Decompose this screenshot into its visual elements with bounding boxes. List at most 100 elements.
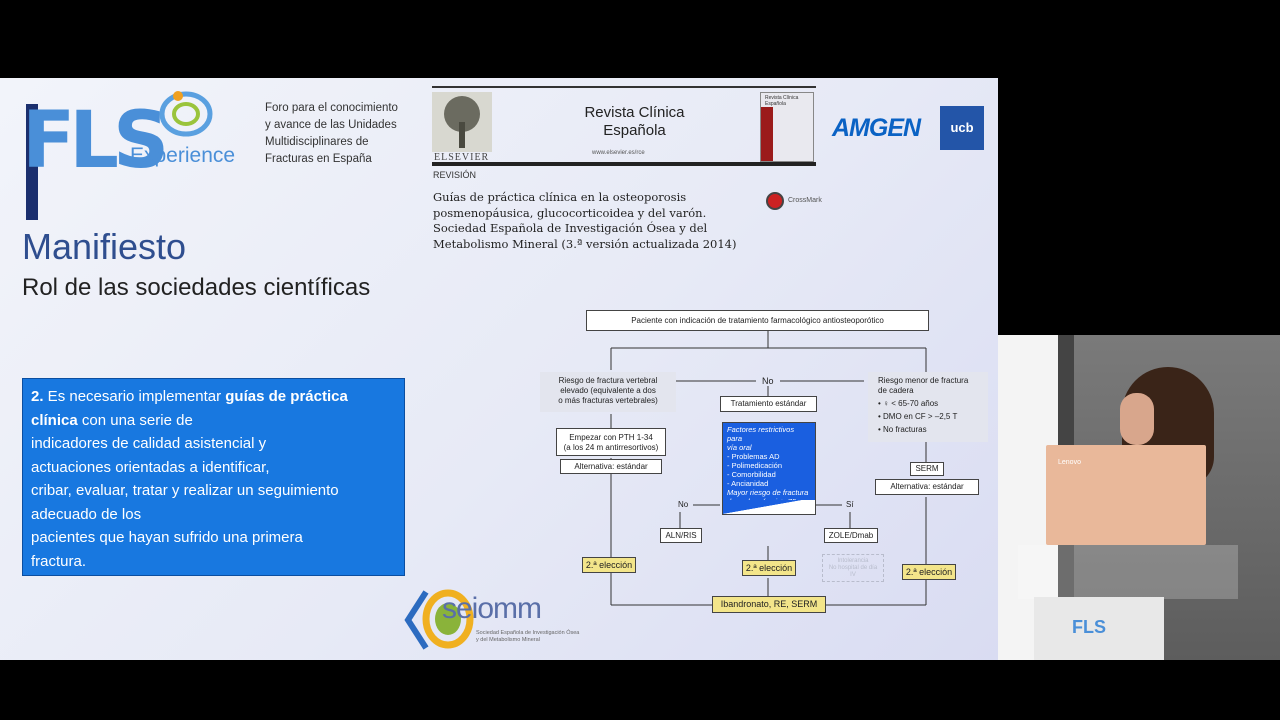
box-line: indicadores de calidad asistencial y: [31, 435, 267, 452]
forum-line: Fracturas en España: [265, 153, 372, 165]
point-number: 2.: [31, 388, 44, 405]
box-text: Es necesario implementar: [43, 388, 226, 405]
flow-alt-left: Alternativa: estándar: [560, 459, 662, 474]
flow-text: - Problemas AD: [727, 452, 780, 461]
seiomm-caption: Sociedad Española de Investigación Ósea …: [476, 630, 586, 644]
flow-text: • No fracturas: [878, 425, 927, 434]
flow-second-choice-right: 2.ª elección: [902, 564, 956, 580]
article-title-line: Metabolismo Mineral (3.ª versión actuali…: [433, 236, 737, 251]
flow-text: - Comorbilidad: [727, 470, 776, 479]
flow-text: IV: [850, 572, 856, 578]
flow-zole-box: ZOLE/Dmab: [824, 528, 878, 543]
cover-stripe: [761, 107, 773, 161]
article-title-line: Guías de práctica clínica en la osteopor…: [433, 190, 687, 204]
flow-faded-box: Intolerancia No hospital de día IV: [822, 554, 884, 582]
divider: [432, 86, 816, 88]
podium-logo: FLS: [1072, 617, 1106, 637]
flow-no-label: No: [678, 500, 689, 509]
journal-header: ELSEVIER Revista Clínica Española www.el…: [432, 86, 816, 166]
flow-hip-risk: Riesgo menor de fractura de cadera • ♀ <…: [868, 372, 988, 442]
box-line: actuaciones orientadas a identificar,: [31, 458, 270, 476]
article-title-line: posmenopáusica, glucocorticoidea y del v…: [433, 205, 707, 220]
flow-text: elevado (equivalente a dos: [560, 386, 656, 395]
flow-text: • ♀ < 65-70 años: [878, 399, 939, 408]
laptop-brand: Lenovo: [1058, 459, 1081, 466]
flow-text: Factores restrictivos para: [727, 425, 795, 443]
fls-logo: FLS: [22, 96, 169, 220]
manifesto-point-box: 2. Es necesario implementar guías de prá…: [22, 378, 405, 576]
podium-glass: [1018, 545, 1238, 599]
flow-text: Empezar con PTH 1-34: [569, 433, 653, 442]
box-line: pacientes que hayan sufrido una primera: [31, 529, 303, 546]
box-line: 2. Es necesario implementar guías de prá…: [31, 385, 396, 409]
flow-text: Mayor riesgo de fractura: [727, 488, 809, 497]
forum-description: Foro para el conocimiento y avance de la…: [265, 100, 410, 168]
flow-text: vía oral: [727, 443, 752, 452]
flow-second-choice-left: 2.ª elección: [582, 557, 636, 573]
fls-logo-bar: [26, 104, 38, 220]
flow-text: de cadera (p.ej. > 75 años): [727, 497, 797, 515]
flow-second-choice-mid: 2.ª elección: [742, 560, 796, 576]
flow-vertebral-risk: Riesgo de fractura vertebral elevado (eq…: [540, 372, 676, 412]
flow-text: No hospital de día: [828, 565, 878, 571]
speaker-face: [1120, 393, 1154, 445]
box-line: fractura.: [31, 552, 87, 570]
journal-name: Revista Clínica Española: [562, 104, 707, 140]
flow-text: Intolerancia: [837, 558, 869, 564]
box-line: adecuado de los: [31, 505, 142, 523]
journal-cover-image: Revista Clínica Española: [760, 92, 814, 162]
amgen-logo: AMGEN: [832, 114, 921, 142]
flow-factors-box: Factores restrictivos para vía oral - Pr…: [722, 422, 816, 515]
flow-text: (a los 24 m antirresortivos): [563, 443, 659, 452]
box-emphasis: guías de práctica: [225, 388, 348, 405]
flow-text: Riesgo de fractura vertebral: [558, 376, 658, 385]
section-label: REVISIÓN: [433, 170, 477, 180]
flow-text: - Polimedicación: [727, 461, 783, 470]
flow-standard-box: Tratamiento estándar: [720, 396, 817, 412]
flow-no-label: No: [762, 376, 774, 386]
flow-end-box: Ibandronato, RE, SERM: [712, 596, 826, 613]
forum-line: Multidisciplinares de: [265, 136, 369, 148]
forum-line: y avance de las Unidades: [265, 119, 397, 131]
crossmark-label: CrossMark: [788, 197, 822, 204]
presentation-slide: FLS Experience Foro para el conocimiento…: [0, 78, 998, 660]
flow-text: • DMO en CF > –2,5 T: [878, 412, 958, 421]
publisher-label: ELSEVIER: [434, 152, 490, 163]
fls-swirl-icon: [159, 91, 213, 137]
article-title-line: Sociedad Española de Investigación Ósea …: [433, 221, 708, 235]
crossmark-icon: [766, 192, 784, 210]
cover-title: Revista Clínica Española: [765, 95, 799, 107]
article-title: Guías de práctica clínica en la osteopor…: [433, 190, 753, 252]
elsevier-tree-icon: [432, 92, 492, 152]
seiomm-caption-line: y del Metabolismo Mineral: [476, 637, 540, 643]
box-line: clínica con una serie de: [31, 409, 396, 433]
flow-factors-gradient: [723, 500, 815, 514]
journal-name-line: Española: [603, 122, 666, 139]
forum-line: Foro para el conocimiento: [265, 102, 398, 114]
divider: [432, 162, 816, 166]
slide-subtitle: Rol de las sociedades científicas: [22, 274, 371, 301]
flow-text: - Ancianidad: [727, 479, 769, 488]
crossmark-badge: CrossMark: [766, 192, 826, 212]
seiomm-caption-line: Sociedad Española de Investigación Ósea: [476, 630, 580, 636]
flow-si-label: Sí: [846, 500, 854, 509]
flow-serm-box: SERM: [910, 462, 944, 476]
flow-aln-box: ALN/RIS: [660, 528, 702, 543]
seiomm-logo: seiomm Sociedad Española de Investigació…: [404, 586, 579, 652]
fls-experience-label: Experience: [130, 144, 236, 167]
ucb-logo: ucb: [940, 106, 984, 150]
journal-name-line: Revista Clínica: [584, 104, 685, 121]
flow-start-box: Paciente con indicación de tratamiento f…: [586, 310, 929, 331]
box-emphasis: clínica: [31, 411, 78, 429]
podium: [1034, 597, 1164, 660]
flow-text: o más fracturas vertebrales): [558, 396, 658, 405]
slide-title: Manifiesto: [22, 226, 187, 267]
flow-pth-box: Empezar con PTH 1-34 (a los 24 m antirre…: [556, 428, 666, 456]
flow-text: Riesgo menor de fractura: [878, 376, 969, 385]
seiomm-emblem-icon: [404, 589, 474, 650]
speaker-camera-feed: Lenovo FLS: [998, 335, 1280, 660]
box-line: cribar, evaluar, tratar y realizar un se…: [31, 482, 339, 499]
fls-logo-letters: FLS: [22, 96, 169, 186]
box-text: con una serie de: [77, 411, 193, 429]
journal-url: www.elsevier.es/rce: [592, 150, 645, 156]
